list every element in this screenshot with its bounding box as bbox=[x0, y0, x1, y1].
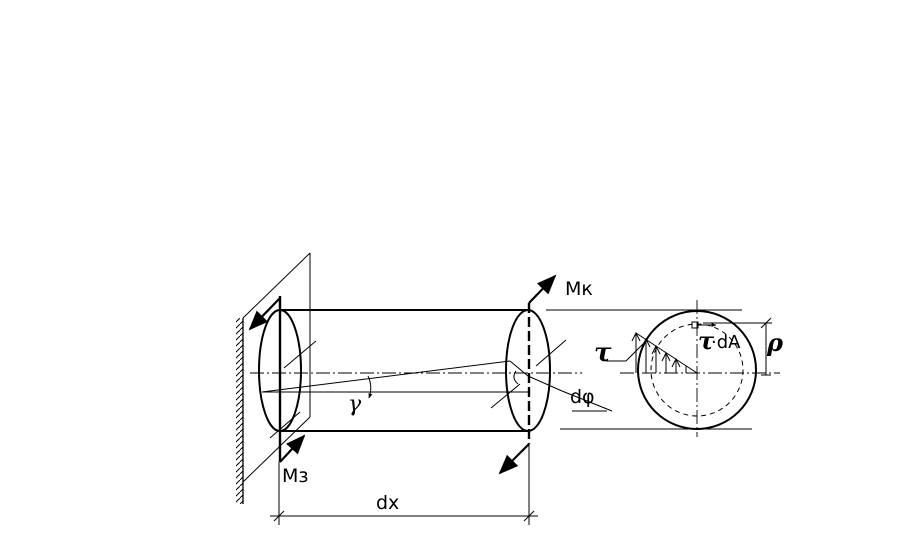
label-force-symbol: τ bbox=[698, 326, 715, 355]
extension-lines bbox=[546, 309, 752, 430]
shaft-cylinder bbox=[258, 309, 551, 432]
label-torque-fixed: Mз bbox=[282, 465, 309, 487]
label-radius: ρ bbox=[766, 328, 784, 357]
torque-arrow-end-down bbox=[498, 443, 530, 475]
label-shear-angle: γ bbox=[348, 392, 362, 417]
cross-section bbox=[620, 300, 780, 437]
radius-dimension bbox=[703, 317, 772, 376]
label-torque-end: Mк bbox=[565, 278, 593, 300]
generatrix-lines bbox=[261, 360, 613, 412]
torque-arrow-end-up bbox=[528, 274, 557, 304]
torque-arrows bbox=[248, 274, 557, 475]
label-twist-angle: dφ bbox=[570, 386, 595, 408]
label-stress: τ bbox=[594, 338, 612, 368]
angle-arcs bbox=[367, 370, 519, 399]
edge-ticks bbox=[269, 339, 567, 439]
label-force-suffix: ·dA bbox=[711, 332, 741, 353]
torque-arrow-fixed-up bbox=[248, 297, 281, 331]
section-plane bbox=[242, 252, 311, 483]
area-element bbox=[691, 321, 717, 329]
stress-diagram bbox=[606, 331, 698, 374]
torque-arrow-fixed-down bbox=[279, 434, 306, 463]
dimension-dx bbox=[270, 444, 538, 525]
section-lines bbox=[278, 296, 531, 462]
fixed-wall bbox=[236, 318, 244, 504]
label-length: dx bbox=[376, 492, 399, 514]
